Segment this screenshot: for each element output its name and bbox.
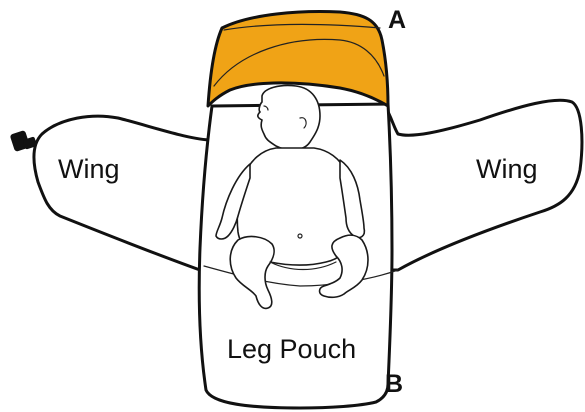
leg-pouch-label: Leg Pouch <box>227 334 356 364</box>
right-wing-label: Wing <box>476 154 538 184</box>
right-wing <box>384 100 582 270</box>
left-wing <box>34 116 212 270</box>
zipper-pull-icon <box>10 130 38 152</box>
left-wing-label: Wing <box>58 154 120 184</box>
marker-a: A <box>388 6 406 34</box>
marker-b: B <box>385 370 403 398</box>
